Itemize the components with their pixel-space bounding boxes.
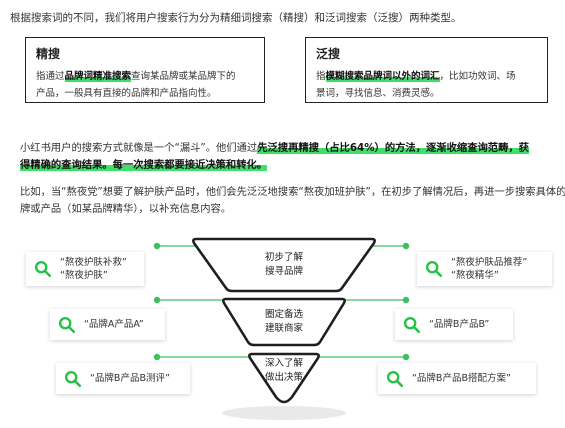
query-box-right-1: “熬夜护肤品推荐” “熬夜精华”: [417, 252, 552, 286]
query-text-right-2: “品牌B产品B”: [429, 319, 490, 330]
query-left-1-line-2: “熬夜护肤”: [60, 270, 108, 281]
stage-3-line-1: 深入了解: [264, 358, 303, 369]
exact-body-highlight: 品牌词精准搜索: [64, 71, 132, 82]
query-box-left-2: “品牌A产品A”: [50, 309, 165, 340]
funnel-stage-1-label: 初步了解 搜寻品牌: [244, 251, 324, 279]
dot-icon: [402, 242, 410, 250]
query-box-left-3: “品牌B产品B测评”: [56, 363, 190, 394]
example-line-2: 牌或产品（如某品牌精华），以补充信息内容。: [20, 203, 232, 215]
dot-icon: [153, 296, 161, 304]
funnel-stage-3-label: 深入了解 做出决策: [244, 357, 324, 385]
paragraph1-highlight-2: 得精确的查询结果。每一次搜索都要接近决策和转化。: [20, 159, 268, 171]
intro-text: 根据搜索词的不同，我们将用户搜索行为分为精细词搜索（精搜）和泛词搜索（泛搜）两种…: [10, 12, 462, 24]
broad-body-pre: 指: [316, 71, 326, 82]
search-icon: [58, 316, 76, 333]
paragraph1-pre: 小红书用户的搜索方式就像是一个“漏斗”。他们通过: [20, 142, 258, 154]
broad-search-card: 泛搜 指模糊搜索品牌词以外的词汇，比如功效词、场 景词，寻找信息、消费灵感。: [305, 37, 548, 103]
funnel-stage-2: [222, 297, 346, 347]
dot-icon: [402, 296, 410, 304]
example-paragraph: 比如，当“熬夜党”想要了解护肤产品时，他们会先泛泛地搜索“熬夜加班护肤”，在初步…: [20, 184, 565, 218]
query-box-right-2: “品牌B产品B”: [395, 309, 513, 340]
example-line-1: 比如，当“熬夜党”想要了解护肤产品时，他们会先泛泛地搜索“熬夜加班护肤”，在初步…: [20, 186, 565, 198]
broad-body-line2: 景词，寻找信息、消费灵感。: [316, 88, 440, 99]
query-text-left-3: “品牌B产品B测评”: [90, 373, 170, 384]
funnel-stage-3: [248, 352, 320, 404]
exact-search-card: 精搜 指通过品牌词精准搜索查询某品牌或某品牌下的 产品，一般具有直接的品牌和产品…: [25, 37, 265, 103]
stage-1-line-2: 搜寻品牌: [264, 266, 303, 277]
dot-icon: [153, 242, 161, 250]
query-right-1-line-2: “熬夜精华”: [451, 270, 499, 281]
search-icon: [64, 370, 82, 387]
search-icon: [403, 316, 421, 333]
stage-2-line-2: 建联商家: [264, 323, 303, 334]
exact-search-title: 精搜: [36, 47, 61, 61]
exact-search-body: 指通过品牌词精准搜索查询某品牌或某品牌下的 产品，一般具有直接的品牌和产品指向性…: [36, 68, 254, 102]
paragraph1-highlight-1: 先泛搜再精搜（占比64%）的方法，逐渐收缩查询范畴，获: [257, 142, 529, 154]
funnel-stage-2-label: 圈定备选 建联商家: [244, 308, 324, 336]
funnel-paragraph: 小红书用户的搜索方式就像是一个“漏斗”。他们通过先泛搜再精搜（占比64%）的方法…: [20, 140, 550, 174]
exact-body-line2: 产品，一般具有直接的品牌和产品指向性。: [36, 88, 217, 99]
broad-body-highlight: 模糊搜索品牌词以外的词汇: [325, 71, 440, 82]
stage-1-line-1: 初步了解: [264, 252, 303, 263]
query-left-1-line-1: “熬夜护肤补救”: [60, 257, 127, 268]
search-icon: [386, 370, 404, 387]
query-box-left-1: “熬夜护肤补救” “熬夜护肤”: [26, 252, 144, 286]
query-text-right-1: “熬夜护肤品推荐” “熬夜精华”: [451, 256, 527, 282]
dot-icon: [402, 353, 410, 361]
stage-3-line-2: 做出决策: [264, 372, 303, 383]
stage-2-line-1: 圈定备选: [264, 309, 303, 320]
exact-body-post: 查询某品牌或某品牌下的: [131, 71, 236, 82]
query-text-left-1: “熬夜护肤补救” “熬夜护肤”: [60, 256, 127, 282]
broad-search-body: 指模糊搜索品牌词以外的词汇，比如功效词、场 景词，寻找信息、消费灵感。: [316, 68, 537, 102]
query-right-1-line-1: “熬夜护肤品推荐”: [451, 257, 528, 268]
query-text-right-3: “品牌B产品B搭配方案”: [412, 373, 511, 384]
dot-icon: [153, 353, 161, 361]
query-box-right-3: “品牌B产品B搭配方案”: [378, 363, 536, 394]
broad-body-post: ，比如功效词、场: [439, 71, 516, 82]
funnel-stage-1: [192, 237, 376, 293]
search-icon: [34, 260, 52, 278]
query-text-left-2: “品牌A产品A”: [84, 319, 144, 330]
search-icon: [425, 260, 443, 278]
funnel-shadow: [222, 406, 346, 420]
broad-search-title: 泛搜: [316, 47, 341, 61]
exact-body-pre: 指通过: [36, 71, 65, 82]
